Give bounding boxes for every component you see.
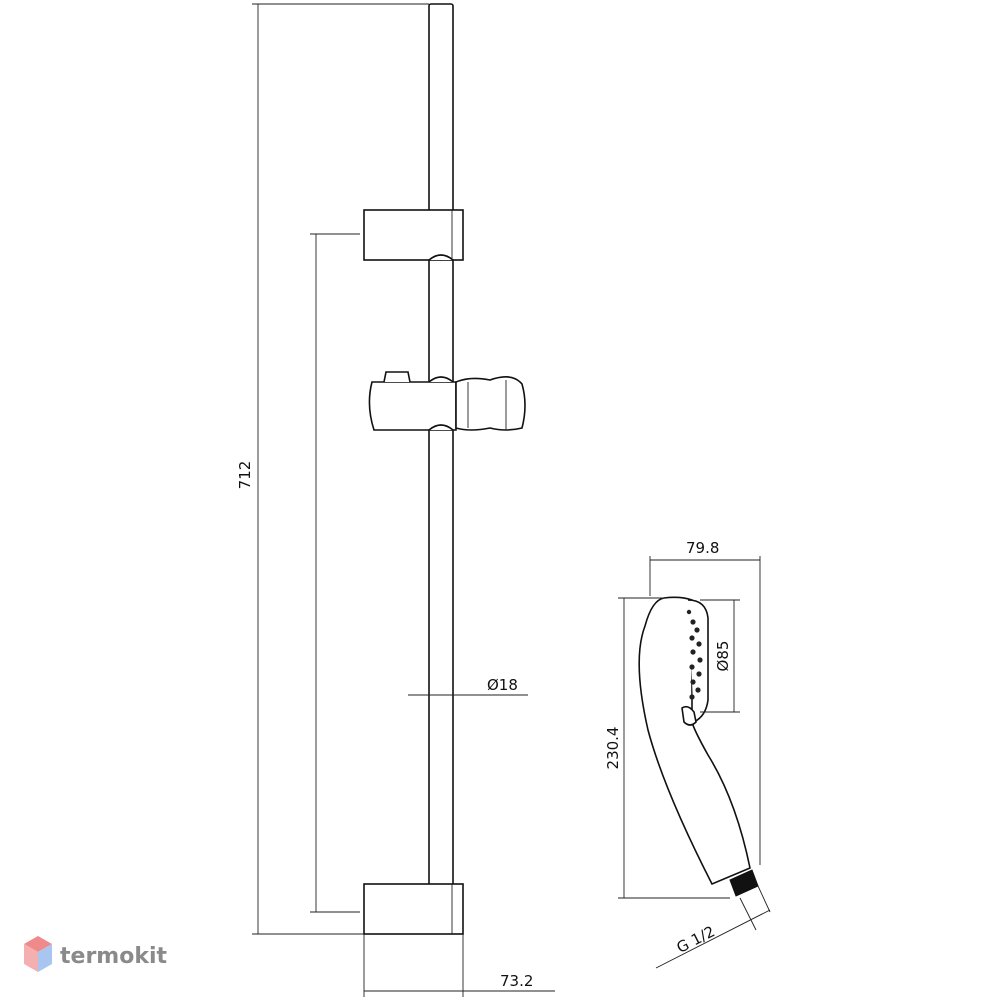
bottom-bracket-body (363, 883, 464, 935)
bottom-wall-bracket (363, 883, 464, 935)
spray-nozzles (686, 609, 703, 700)
top-bracket-body (363, 209, 464, 261)
holder-bottom-collar (428, 424, 454, 431)
top-bracket-collar (428, 254, 454, 261)
rail-dimensions: 712 Ø18 73.2 (236, 3, 555, 997)
overall-height-label: 712 (236, 461, 254, 490)
rod-diameter-label: Ø18 (487, 676, 518, 694)
logo-cube-right (38, 944, 52, 972)
shower-rail (363, 3, 526, 935)
bracket-depth-label: 73.2 (500, 972, 533, 990)
termokit-logo: termokit (24, 936, 167, 972)
hand-shower (638, 596, 759, 897)
sliding-holder (368, 371, 526, 431)
mode-switch (681, 705, 697, 726)
holder-left-body (368, 381, 457, 431)
head-width-label: 79.8 (686, 539, 719, 557)
holder-release-button (383, 371, 411, 383)
logo-cube-left (24, 944, 38, 972)
holder-top-collar (428, 376, 454, 383)
face-diameter-label: Ø85 (714, 641, 732, 672)
brand-name: termokit (60, 944, 167, 969)
top-wall-bracket (363, 209, 464, 261)
thread-label: G 1/2 (674, 922, 718, 956)
holder-grip (455, 376, 526, 431)
slide-rod (428, 3, 454, 889)
head-length-label: 230.4 (604, 727, 622, 770)
